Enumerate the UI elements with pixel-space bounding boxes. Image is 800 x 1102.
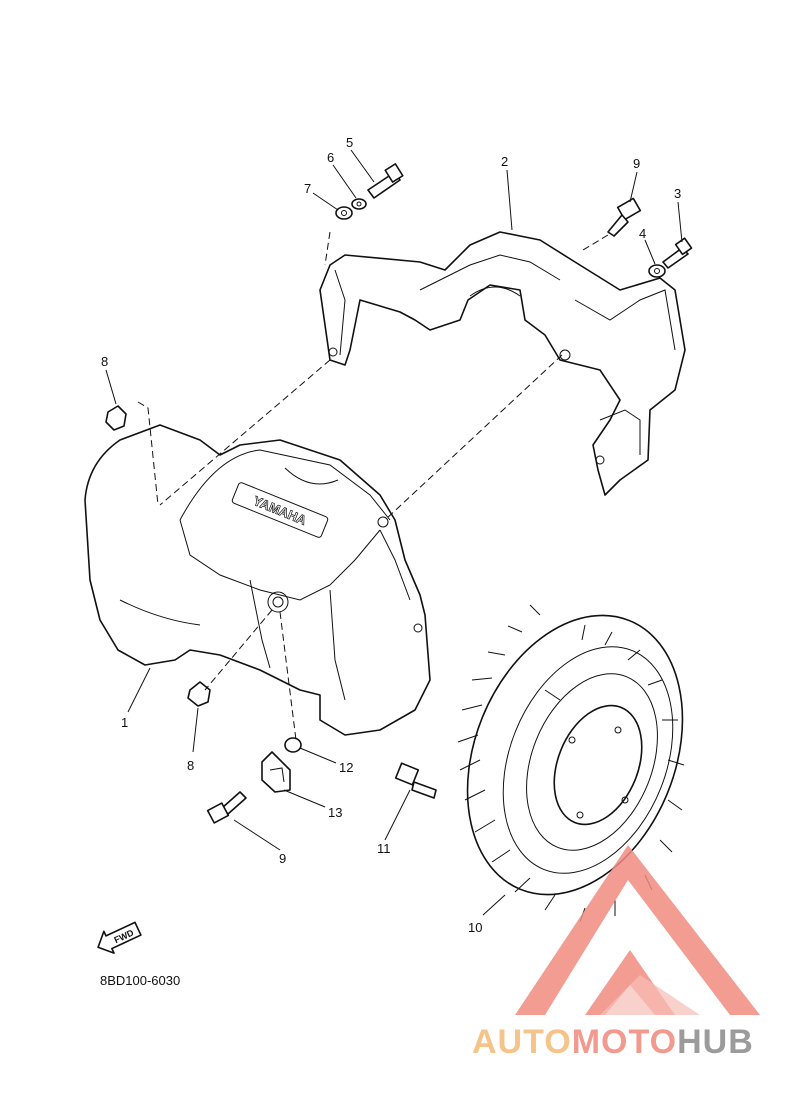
bolt-9-upper bbox=[607, 197, 642, 237]
bolt-3 bbox=[662, 237, 693, 269]
callout-6: 6 bbox=[327, 150, 334, 165]
callout-8-upper: 8 bbox=[101, 354, 108, 369]
callout-labels: 2 5 6 7 9 3 4 8 1 8 12 13 9 11 10 bbox=[101, 135, 681, 935]
nut-8-lower bbox=[187, 681, 211, 707]
assembly-lines bbox=[137, 231, 609, 741]
part-code: 8BD100-6030 bbox=[100, 973, 180, 988]
bolt-5 bbox=[367, 163, 404, 199]
watermark-word-moto: MOTO bbox=[572, 1023, 677, 1061]
callout-3: 3 bbox=[674, 186, 681, 201]
callout-11: 11 bbox=[377, 841, 391, 856]
callout-8-lower: 8 bbox=[187, 758, 194, 773]
callout-10: 10 bbox=[468, 920, 482, 935]
fwd-arrow-icon: FWD bbox=[97, 921, 142, 954]
air-shroud-upper bbox=[319, 231, 686, 496]
washer-4 bbox=[648, 264, 666, 278]
callout-leaders bbox=[105, 149, 683, 916]
cooling-fan bbox=[457, 604, 685, 923]
washer-7 bbox=[335, 206, 353, 220]
grommet-12 bbox=[284, 737, 302, 753]
watermark-word-hub: HUB bbox=[677, 1023, 754, 1061]
callout-13: 13 bbox=[328, 805, 342, 820]
callout-7: 7 bbox=[304, 181, 311, 196]
watermark-word-auto: AUTO bbox=[472, 1023, 572, 1061]
callout-1: 1 bbox=[121, 715, 128, 730]
callout-4: 4 bbox=[639, 226, 646, 241]
watermark-text: AUTOMOTOHUB bbox=[472, 1023, 754, 1061]
watermark-logo-icon bbox=[515, 845, 760, 1015]
callout-9-lower: 9 bbox=[279, 851, 286, 866]
callout-12: 12 bbox=[339, 760, 353, 775]
clamp-13 bbox=[261, 751, 291, 793]
callout-9-upper: 9 bbox=[633, 156, 640, 171]
main-engine-cover: YAMAHA bbox=[84, 424, 431, 736]
bolt-11 bbox=[394, 762, 437, 799]
washer-6 bbox=[351, 198, 367, 210]
nut-8-upper bbox=[105, 405, 127, 431]
callout-2: 2 bbox=[501, 154, 508, 169]
bolt-9-lower bbox=[206, 791, 247, 824]
callout-5: 5 bbox=[346, 135, 353, 150]
